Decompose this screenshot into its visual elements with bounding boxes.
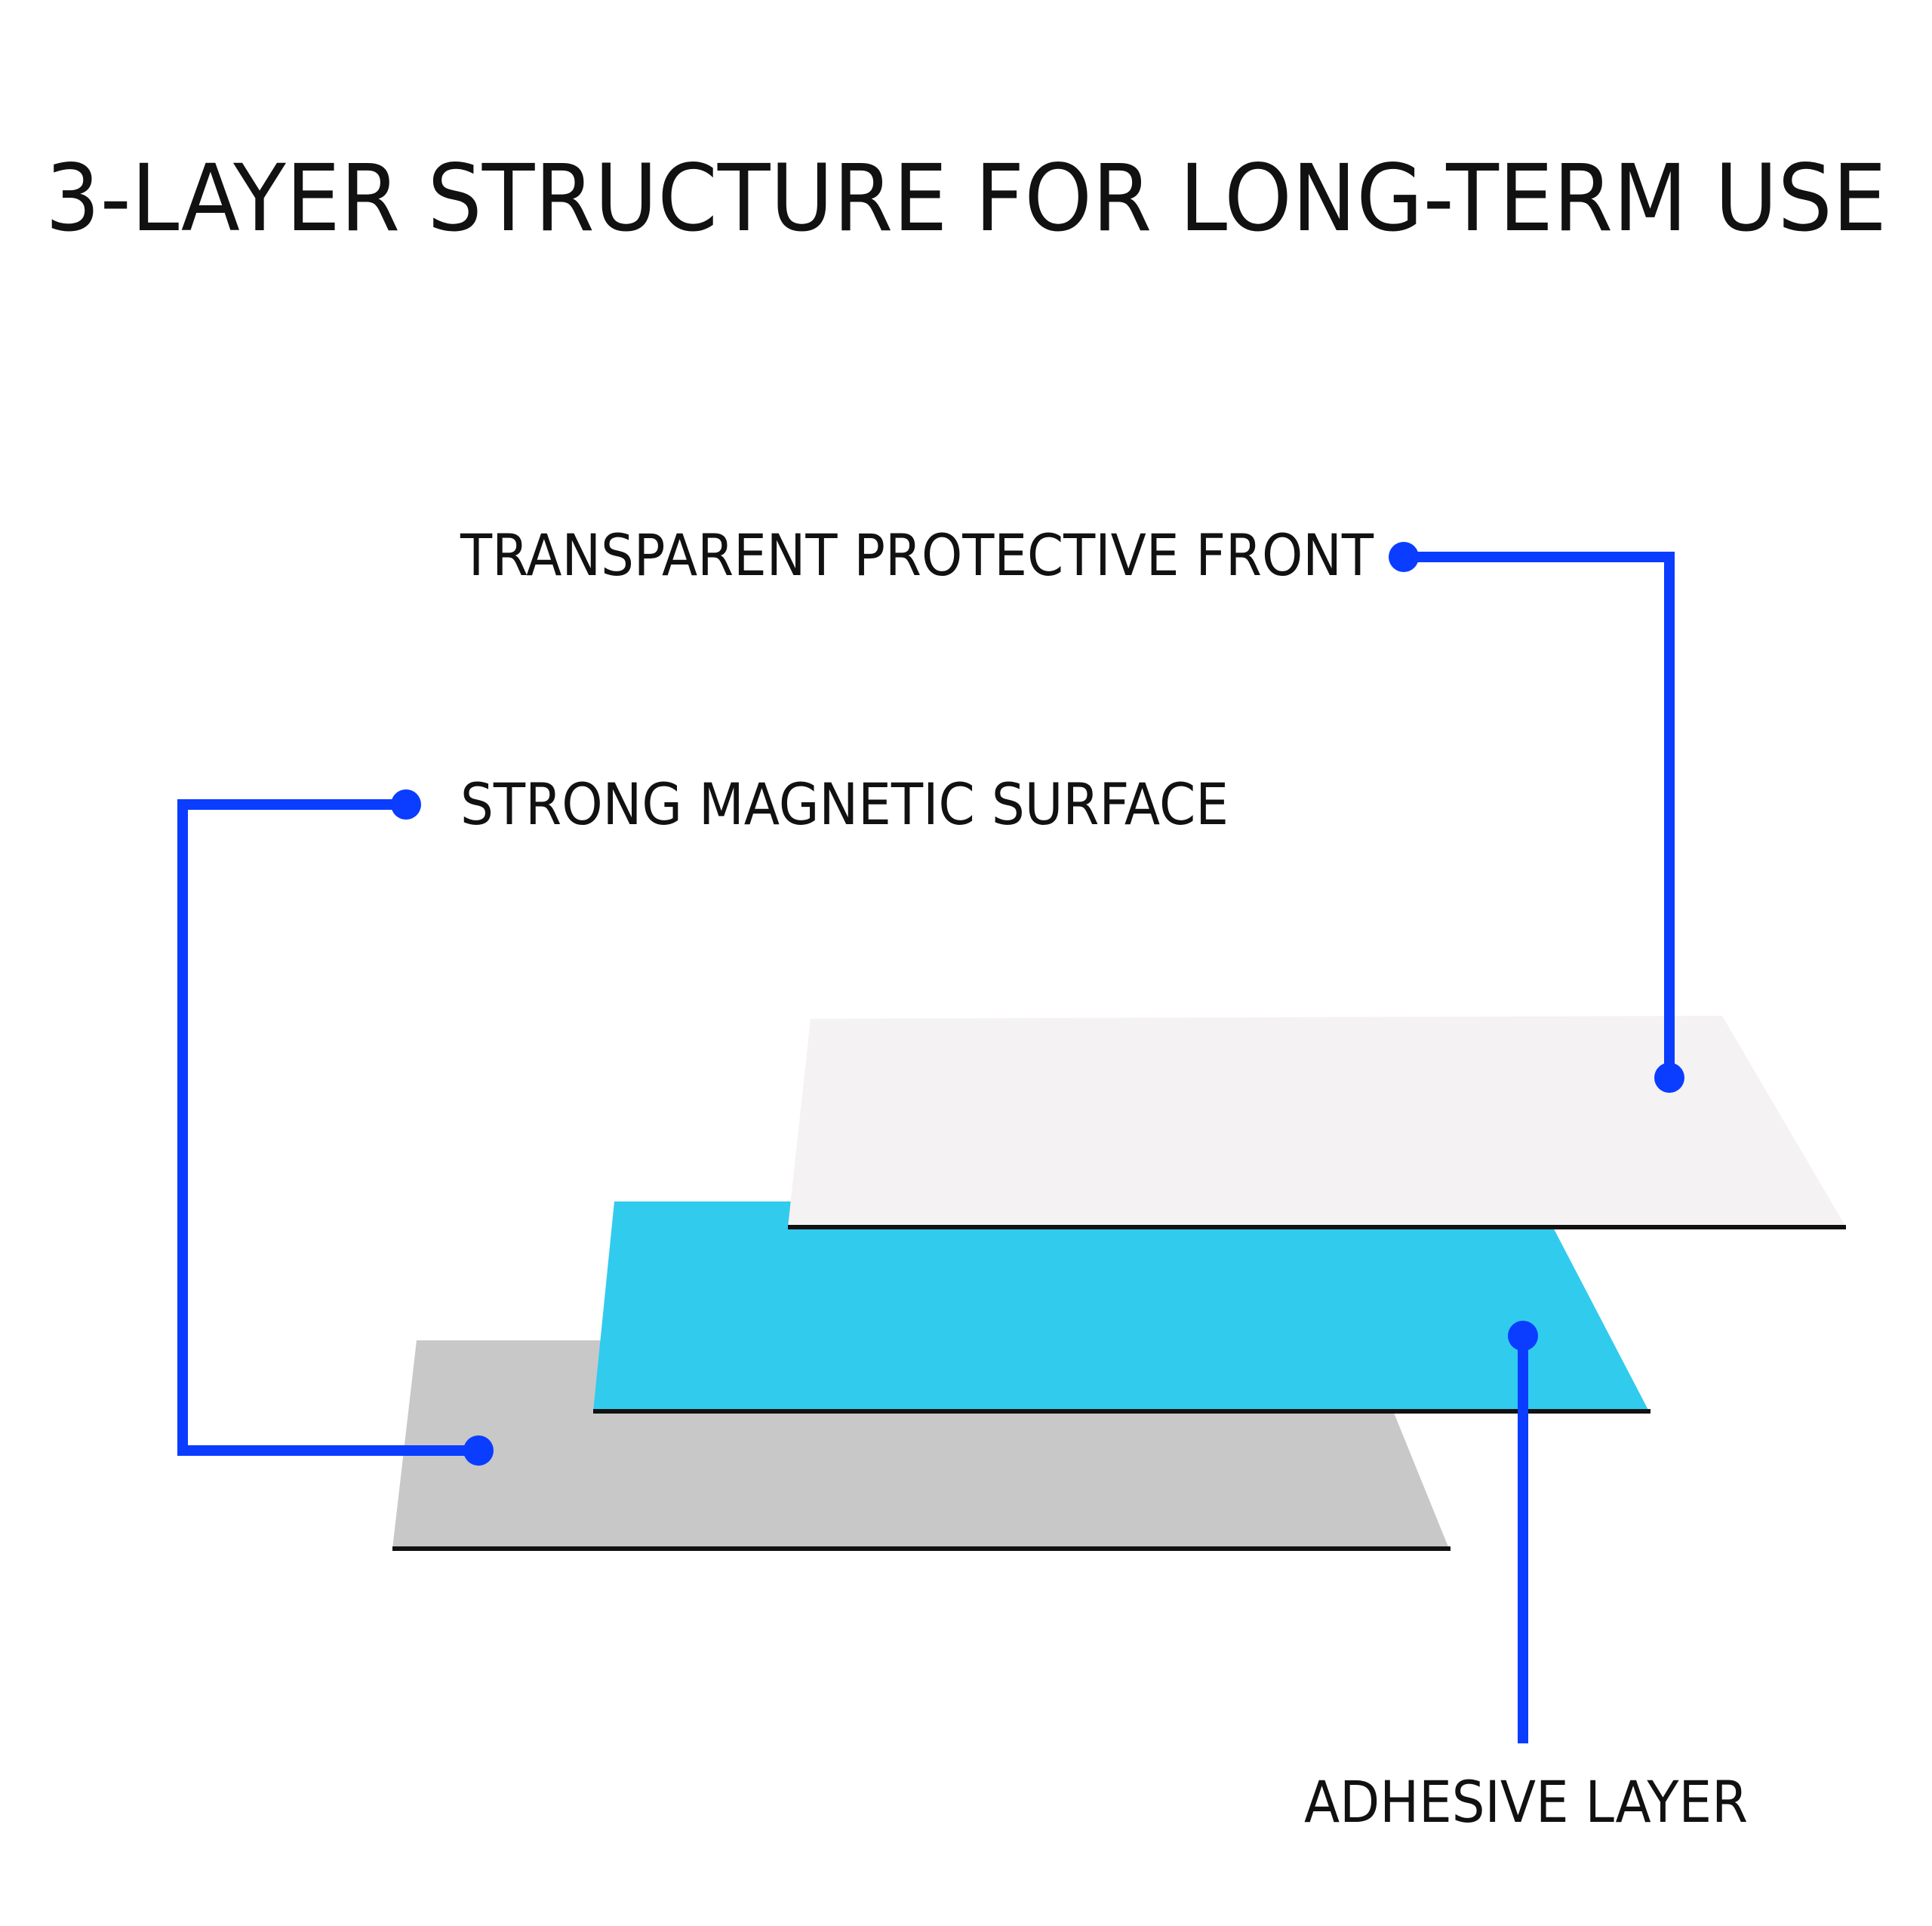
label-adhesive-layer: ADHESIVE LAYER	[1304, 1768, 1748, 1835]
callout-magnetic-surface	[177, 789, 494, 1466]
magnetic-layer-face	[593, 1201, 1649, 1411]
magnetic-layer-sheet	[593, 1201, 1651, 1414]
callout-adhesive-layer	[1508, 1321, 1538, 1743]
callout-transparent-front	[1389, 542, 1684, 1093]
callout-dot-icon	[391, 789, 421, 820]
callout-dot-icon	[1389, 542, 1419, 572]
transparent-layer-face	[788, 1016, 1846, 1227]
callout-dot-icon	[463, 1435, 494, 1466]
label-transparent-front: TRANSPARENT PROTECTIVE FRONT	[460, 521, 1374, 589]
callout-line-magnetic-surface	[177, 799, 478, 1456]
callout-dot-icon	[1508, 1321, 1538, 1351]
page-title: 3-LAYER STRUCTURE FOR LONG-TERM USE	[45, 145, 1887, 252]
transparent-layer-sheet	[788, 1016, 1846, 1229]
label-magnetic-surface: STRONG MAGNETIC SURFACE	[460, 771, 1229, 838]
callout-line-transparent-front	[1404, 552, 1675, 1078]
callout-dot-icon	[1654, 1063, 1684, 1093]
